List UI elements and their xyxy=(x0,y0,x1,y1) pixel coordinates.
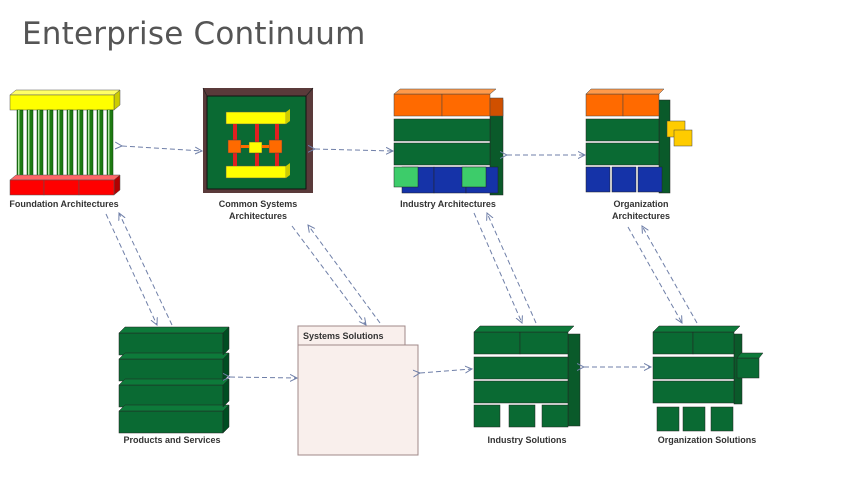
products-and-services-node[interactable]: Products and Services xyxy=(118,326,230,445)
common-systems-label-line1: Common Systems xyxy=(219,199,298,209)
foundation-architectures-label: Foundation Architectures xyxy=(9,199,118,209)
common-systems-label-line2: Architectures xyxy=(229,211,287,221)
industry-architectures-node[interactable]: Industry Architectures xyxy=(393,88,504,209)
connector-org-arch-sol-up xyxy=(642,226,698,324)
connector-systems-industry-sol xyxy=(420,369,472,373)
connector-org-arch-sol-down xyxy=(627,226,682,323)
organization-architectures-label-line1: Organization xyxy=(613,199,668,209)
industry-solutions-label: Industry Solutions xyxy=(487,435,566,445)
foundation-architectures-node[interactable]: Foundation Architectures xyxy=(9,89,121,209)
page-title: Enterprise Continuum xyxy=(22,16,366,52)
connector-foundation-common xyxy=(122,146,202,151)
connector-industry-arch-sol-up xyxy=(487,213,537,324)
connector-industry-arch-sol-down xyxy=(473,212,522,323)
common-systems-architectures-node[interactable]: Common Systems Architectures xyxy=(202,87,314,221)
connector-foundation-products-down xyxy=(105,213,157,325)
systems-solutions-label: Systems Solutions xyxy=(303,331,384,341)
connector-foundation-products-up xyxy=(119,213,173,326)
connector-products-systems xyxy=(230,377,297,378)
connector-common-systems-down xyxy=(291,225,366,325)
organization-architectures-node[interactable]: Organization Architectures xyxy=(585,88,693,221)
organization-solutions-node[interactable]: Organization Solutions xyxy=(652,325,764,445)
organization-solutions-label: Organization Solutions xyxy=(658,435,757,445)
systems-solutions-node[interactable]: Systems Solutions xyxy=(297,325,419,456)
connectors xyxy=(105,146,698,378)
products-and-services-label: Products and Services xyxy=(123,435,220,445)
industry-architectures-label: Industry Architectures xyxy=(400,199,496,209)
connector-common-industry-arch xyxy=(315,149,393,151)
connector-common-systems-up xyxy=(308,225,381,324)
industry-solutions-node[interactable]: Industry Solutions xyxy=(473,325,581,445)
organization-architectures-label-line2: Architectures xyxy=(612,211,670,221)
